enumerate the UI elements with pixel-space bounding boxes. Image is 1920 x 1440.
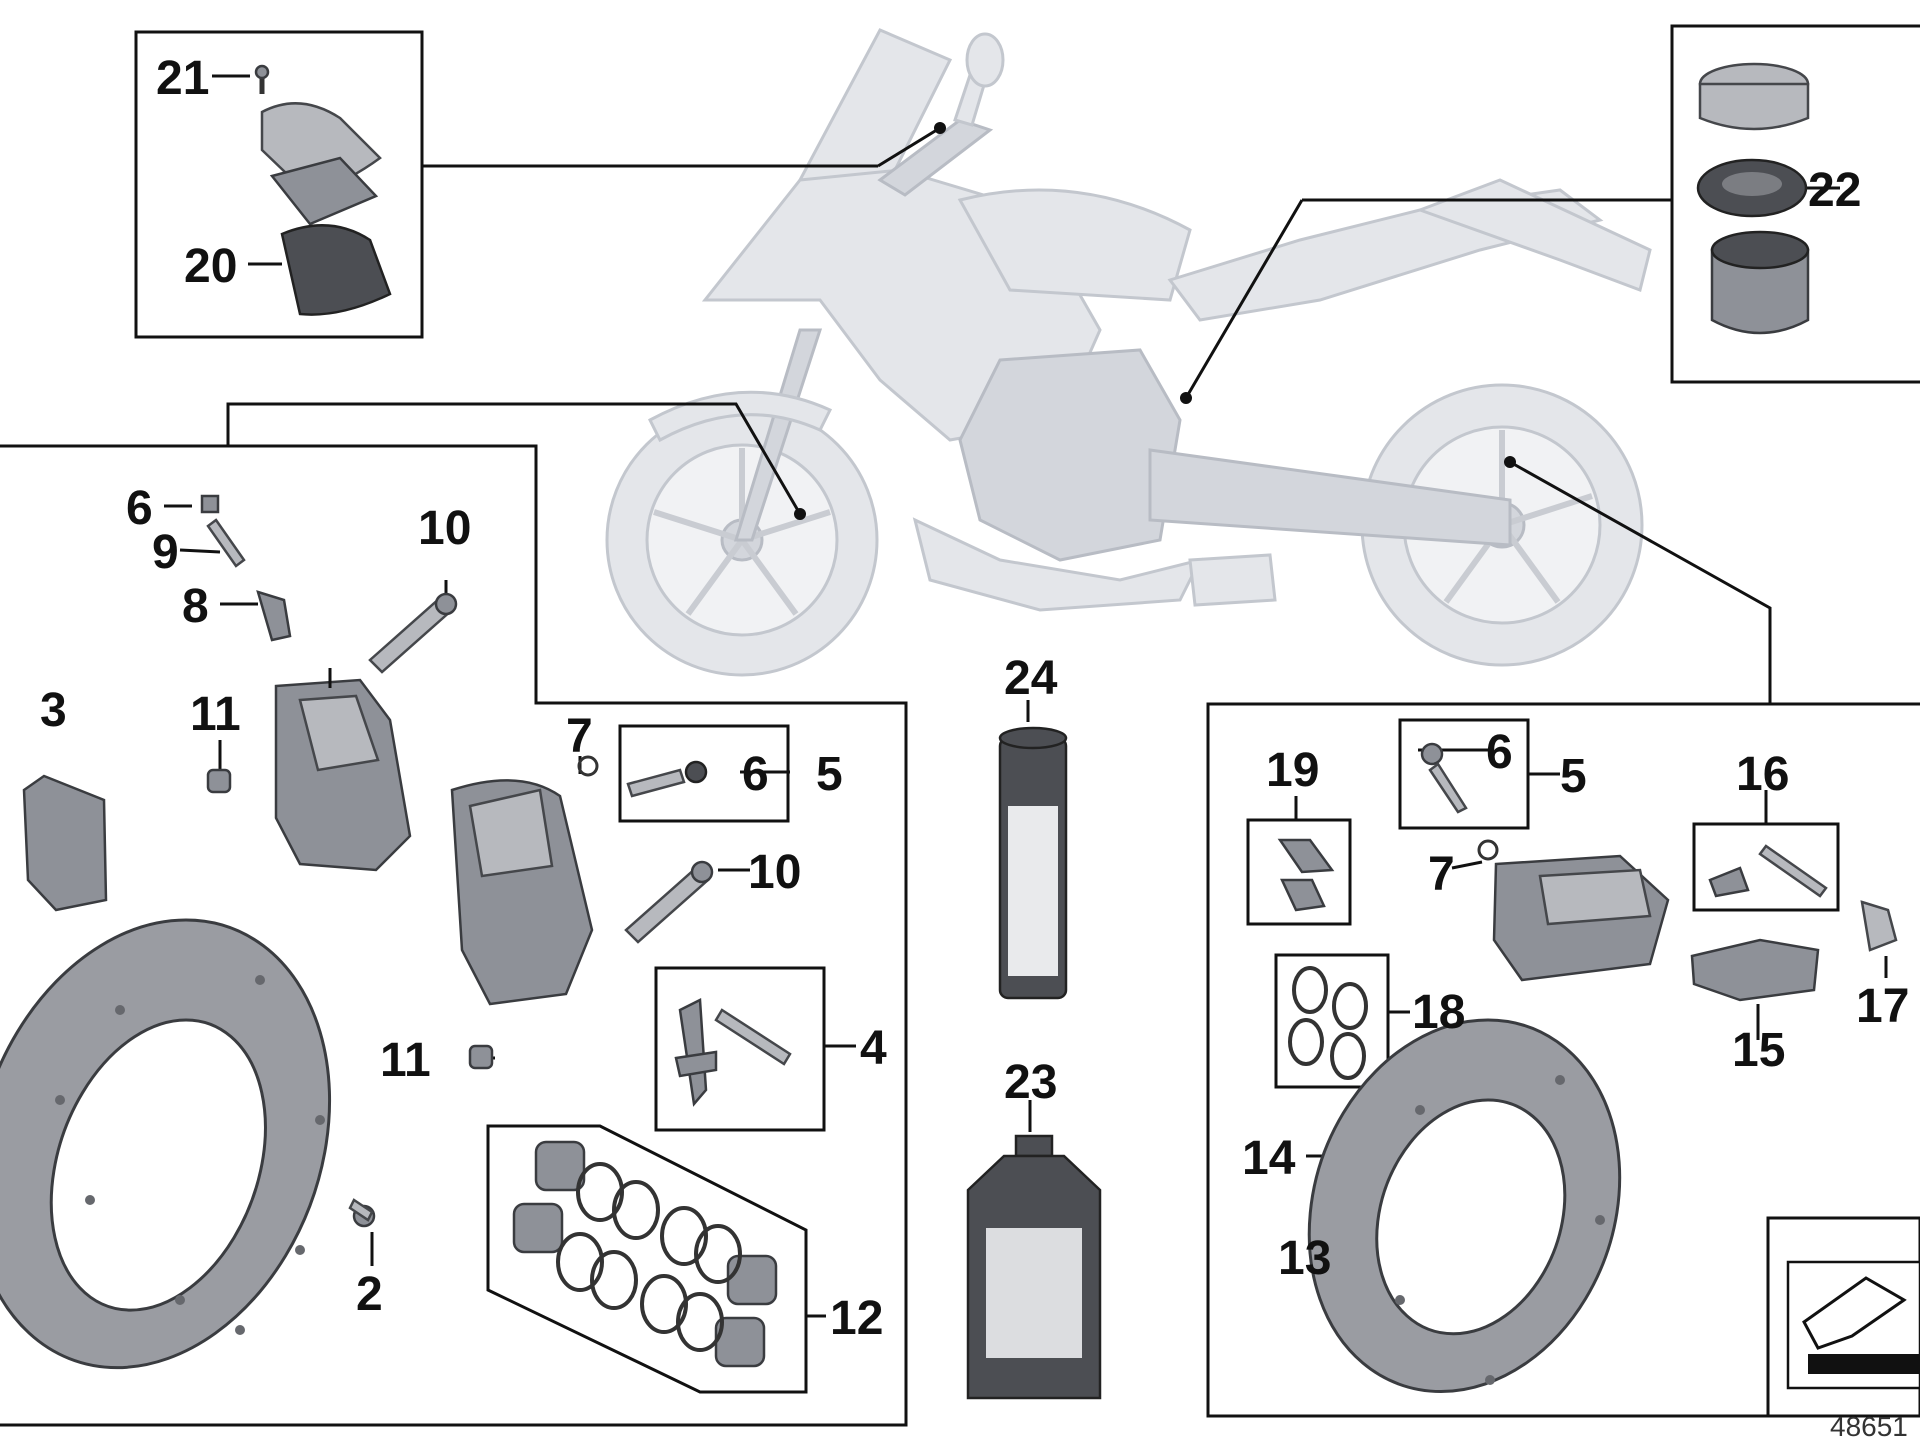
label-14: 14 <box>1242 1132 1296 1185</box>
label-19: 19 <box>1266 744 1319 797</box>
label-23: 23 <box>1004 1056 1057 1109</box>
front-caliper-left <box>274 668 412 872</box>
label-5: 5 <box>1560 750 1587 803</box>
front-caliper-right <box>450 779 594 1006</box>
label-6: 6 <box>742 748 769 801</box>
label-2: 2 <box>356 1268 383 1321</box>
label-18: 18 <box>1412 986 1465 1039</box>
label-5: 5 <box>816 748 843 801</box>
label-7: 7 <box>566 710 593 763</box>
label-4: 4 <box>860 1022 887 1075</box>
label-17: 17 <box>1856 980 1909 1033</box>
repair-symbol-icon <box>1786 1260 1920 1390</box>
frame-symbol-box <box>1766 1216 1920 1418</box>
label-16: 16 <box>1736 748 1789 801</box>
rear-seal-kit <box>1288 966 1368 1080</box>
brake-fluid-bottle <box>966 1134 1102 1400</box>
motorcycle-illustration <box>605 28 1652 677</box>
master-cylinder-cover <box>254 64 392 316</box>
frame-bolts-rear <box>1246 818 1352 926</box>
label-24: 24 <box>1004 652 1058 705</box>
label-3: 3 <box>40 684 67 737</box>
reference-number: 48651 <box>1830 1411 1908 1440</box>
label-10: 10 <box>748 846 801 899</box>
front-brake-pad <box>22 774 108 912</box>
pad-spring <box>1860 900 1898 952</box>
label-9: 9 <box>152 526 179 579</box>
rear-bleed-valve <box>1420 742 1499 861</box>
label-7: 7 <box>1428 848 1455 901</box>
label-21: 21 <box>156 52 209 105</box>
leader-lines <box>164 74 1888 1318</box>
rear-pad-pins <box>1708 844 1828 898</box>
rear-bolts <box>1277 838 1335 912</box>
label-10: 10 <box>418 502 471 555</box>
rear-brake-pad <box>1690 938 1820 1002</box>
label-11: 11 <box>190 688 241 741</box>
frame-pad-pins-front <box>654 966 826 1132</box>
frame-front-brake <box>0 444 908 1427</box>
front-brake-disc <box>0 918 332 1370</box>
label-6: 6 <box>126 482 153 535</box>
front-bleed-fittings <box>200 494 292 642</box>
label-20: 20 <box>184 240 237 293</box>
label-12: 12 <box>830 1292 883 1345</box>
label-22: 22 <box>1808 164 1861 217</box>
caliper-bolt-10 <box>368 592 714 944</box>
frame-rear-reservoir <box>1670 24 1920 384</box>
bushing-11 <box>206 768 232 794</box>
callout-labels: 21 20 22 6 9 8 10 3 11 7 6 5 10 4 11 12 … <box>40 52 1909 1440</box>
label-13: 13 <box>1278 1232 1331 1285</box>
bleed-valve-front <box>577 755 708 798</box>
frame-rear-brake <box>1206 702 1920 1418</box>
pad-pin-kit <box>674 998 792 1107</box>
reservoir-cap <box>1696 62 1810 335</box>
label-11: 11 <box>380 1034 431 1087</box>
bushing-11 <box>468 1044 494 1070</box>
disc-bolt <box>348 1198 376 1228</box>
frame-piston-kit <box>486 1124 808 1394</box>
label-6: 6 <box>1486 726 1513 779</box>
label-8: 8 <box>182 580 209 633</box>
spray-can <box>998 726 1068 1000</box>
label-15: 15 <box>1732 1024 1785 1077</box>
rear-caliper <box>1492 854 1670 982</box>
frame-seal-kit-rear <box>1274 953 1390 1089</box>
rear-brake-disc <box>1307 1018 1622 1394</box>
piston-kit <box>512 1140 778 1368</box>
frame-master-cylinder <box>134 30 424 339</box>
